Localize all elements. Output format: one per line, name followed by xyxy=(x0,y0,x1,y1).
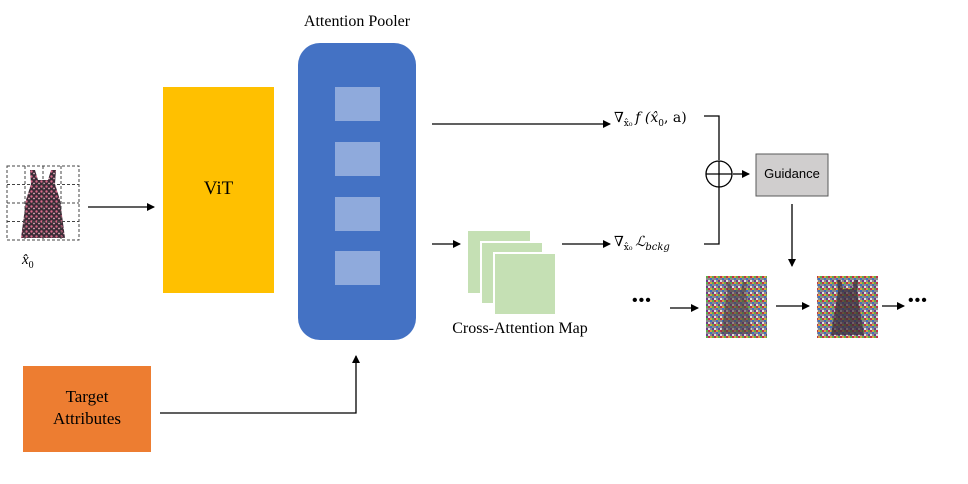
loss-gradient-label: ∇x̂₀ ℒbckg xyxy=(614,234,670,253)
sum-node xyxy=(705,160,733,188)
noisy-image-next xyxy=(817,276,878,338)
loss-gradient-sub: x̂₀ xyxy=(623,242,633,253)
input-image xyxy=(6,165,80,241)
ellipsis-right: ••• xyxy=(908,292,928,309)
target-attributes-line1: Target xyxy=(65,387,109,406)
score-gradient-expr-tail: , a) xyxy=(664,110,687,126)
loss-gradient-loss-sub: bckg xyxy=(645,241,670,253)
target-attributes-label: Target Attributes xyxy=(23,386,151,430)
loss-gradient-symbol: ℒ xyxy=(635,234,646,250)
pooler-token-3 xyxy=(335,197,380,231)
attention-pooler-title: Attention Pooler xyxy=(303,13,411,30)
guidance-label: Guidance xyxy=(764,166,820,181)
pooler-token-1 xyxy=(335,87,380,121)
pooler-token-2 xyxy=(335,142,380,176)
line-score-gradient-to-sum xyxy=(704,115,720,160)
ellipsis-left: ••• xyxy=(632,292,652,309)
score-gradient-expr: f (x̂ xyxy=(635,110,659,126)
cross-attention-map-layer xyxy=(493,252,557,316)
pooler-tokens xyxy=(335,87,380,285)
target-attributes-block xyxy=(23,366,151,452)
score-gradient-nabla: ∇ xyxy=(614,110,624,126)
arrow-attributes-to-pooler xyxy=(160,355,360,414)
loss-gradient-nabla: ∇ xyxy=(614,234,624,250)
score-gradient-label: ∇x̂₀ f (x̂0, a) xyxy=(614,110,687,129)
input-label-subscript: 0 xyxy=(28,260,34,271)
cross-attention-map-label: Cross-Attention Map xyxy=(452,320,588,337)
input-label-main: x̂ xyxy=(22,252,29,268)
vit-block xyxy=(163,87,274,293)
vit-label: ViT xyxy=(203,178,234,199)
attention-pooler-block xyxy=(298,43,416,340)
score-gradient-expr-sub: 0 xyxy=(658,118,664,129)
input-image-label: x̂0 xyxy=(22,252,34,271)
patch-grid xyxy=(6,165,80,241)
line-loss-gradient-to-sum xyxy=(704,187,720,245)
score-gradient-sub: x̂₀ xyxy=(623,118,633,129)
cross-attention-map-stack xyxy=(468,231,557,316)
guidance-box xyxy=(755,153,829,197)
pooler-token-4 xyxy=(335,251,380,285)
noisy-image-current xyxy=(706,276,767,338)
target-attributes-line2: Attributes xyxy=(53,409,121,428)
